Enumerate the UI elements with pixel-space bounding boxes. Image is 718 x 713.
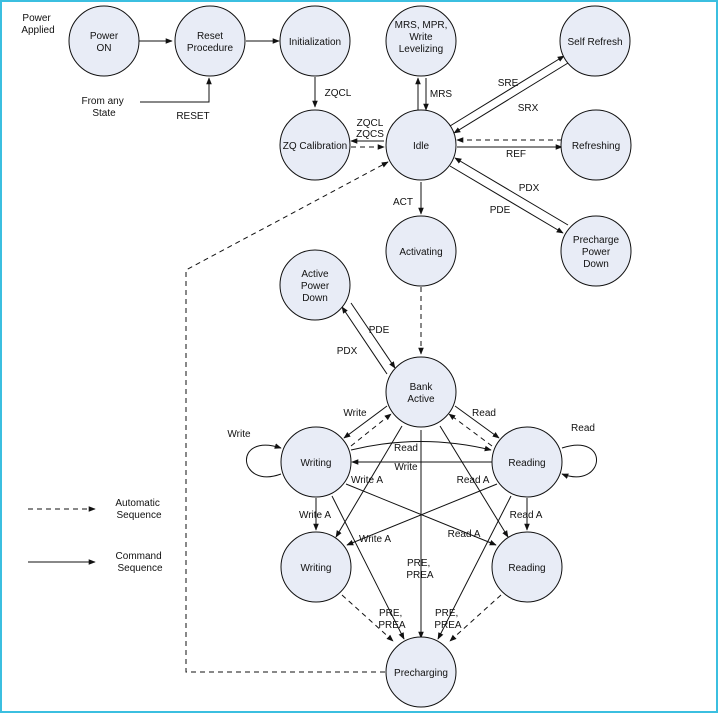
- node-reading-autoprecharge: Reading: [491, 531, 563, 603]
- edge-idle-selfrefresh: [449, 55, 565, 127]
- label-pre-mid: PRE, PREA: [406, 558, 434, 581]
- edge-readingA-precharging: [449, 594, 502, 642]
- label-mrs: MRS: [430, 89, 453, 100]
- label-zqcs-idle: ZQCS: [356, 129, 384, 140]
- power-applied-label: Power Applied: [21, 13, 54, 36]
- svg-text:Self Refresh: Self Refresh: [567, 37, 622, 48]
- edge-selfrefresh-idle: [453, 62, 569, 134]
- node-writing: Writing: [280, 426, 352, 498]
- node-precharging: Precharging: [385, 636, 457, 708]
- legend-command-label: Command Sequence: [116, 551, 165, 574]
- edge-writing-precharging: [331, 495, 405, 640]
- label-read-loop: Read: [571, 423, 595, 434]
- svg-text:Writing: Writing: [301, 563, 332, 574]
- label-pdx-actpd: PDX: [337, 346, 358, 357]
- label-read-bank: Read: [472, 408, 496, 419]
- label-act: ACT: [393, 197, 413, 208]
- node-self-refresh: Self Refresh: [559, 5, 631, 77]
- label-srx: SRX: [518, 103, 539, 114]
- legend: Automatic Sequence Command Sequence: [28, 498, 165, 574]
- label-pde-actpd: PDE: [369, 325, 390, 336]
- label-writeA-down: Write A: [299, 510, 331, 521]
- label-pre-right: PRE, PREA: [434, 608, 462, 631]
- label-read-wr: Read: [394, 443, 418, 454]
- label-ref: REF: [506, 149, 526, 160]
- label-writeA-cross: Write A: [359, 534, 391, 545]
- reset-edge-label: RESET: [176, 111, 209, 122]
- edge-anystate-reset: [140, 77, 212, 103]
- node-reading: Reading: [491, 426, 563, 498]
- edge-reading-precharging: [437, 495, 512, 640]
- svg-text:Activating: Activating: [399, 247, 442, 258]
- edge-labels: ZQCL ZQCL ZQCS MRS SRE SRX REF PDX PDE A…: [227, 78, 595, 631]
- edges: [139, 38, 597, 673]
- node-refreshing: Refreshing: [560, 109, 632, 181]
- edge-idle-prepd: [449, 165, 564, 234]
- edge-actpd-bank: [350, 302, 396, 369]
- node-writing-autoprecharge: Writing: [280, 531, 352, 603]
- label-write-rw: Write: [394, 462, 418, 473]
- edge-bank-writing: [343, 405, 388, 439]
- label-pde-prepd: PDE: [490, 205, 511, 216]
- label-write-bank: Write: [343, 408, 367, 419]
- label-zqcl-init: ZQCL: [325, 88, 352, 99]
- edge-bank-reading: [454, 405, 500, 439]
- legend-automatic-label: Automatic Sequence: [115, 498, 162, 521]
- node-zq-calibration: ZQ Calibration: [279, 109, 351, 181]
- label-readA-down: Read A: [510, 510, 543, 521]
- label-readA-bank: Read A: [457, 475, 490, 486]
- node-idle: Idle: [385, 109, 457, 181]
- label-write-loop: Write: [227, 429, 251, 440]
- svg-text:Idle: Idle: [413, 141, 430, 152]
- edge-reading-loop: [561, 444, 597, 479]
- edge-bank-writingA: [335, 425, 403, 538]
- svg-text:Reading: Reading: [508, 458, 545, 469]
- label-zqcl-idle: ZQCL: [357, 118, 384, 129]
- svg-text:Refreshing: Refreshing: [572, 141, 620, 152]
- label-readA-cross: Read A: [448, 529, 481, 540]
- label-sre: SRE: [498, 78, 519, 89]
- svg-text:Initialization: Initialization: [289, 37, 341, 48]
- from-any-state-label: From any State: [81, 96, 126, 119]
- label-pre-left: PRE, PREA: [378, 608, 406, 631]
- edge-writing-loop: [246, 443, 282, 478]
- label-writeA-bank: Write A: [351, 475, 383, 486]
- svg-text:ZQ Calibration: ZQ Calibration: [283, 141, 347, 152]
- svg-text:Precharging: Precharging: [394, 668, 448, 679]
- label-pdx-prepd: PDX: [519, 183, 540, 194]
- svg-text:Writing: Writing: [301, 458, 332, 469]
- edge-prepd-idle: [454, 157, 569, 226]
- svg-text:Reading: Reading: [508, 563, 545, 574]
- node-initialization: Initialization: [279, 5, 351, 77]
- edge-bank-readingA: [439, 425, 509, 538]
- edge-precharging-idle: [185, 161, 389, 673]
- edge-writingA-precharging: [341, 594, 394, 642]
- node-activating: Activating: [385, 215, 457, 287]
- edge-reading-writingA: [346, 483, 498, 546]
- edge-bank-actpd: [341, 306, 388, 375]
